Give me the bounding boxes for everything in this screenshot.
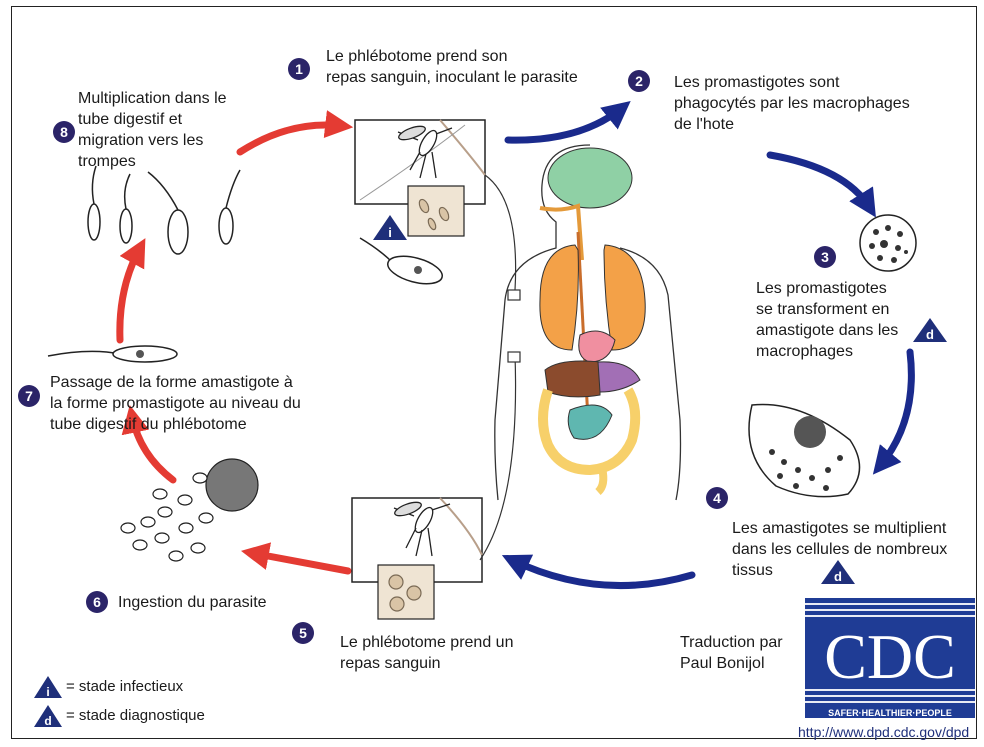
step-3-badge: 3 [814,246,836,268]
promastigotes-group [88,166,240,254]
arrow-8-to-1 [240,125,342,152]
step-2-badge: 2 [628,70,650,92]
credit-line-1: Traduction par [680,632,783,653]
injected-promastigote [360,238,445,289]
step-4-line-2: dans les cellules de nombreux [732,539,947,560]
step-4-text: Les amastigotes se multiplient dans les … [732,518,947,581]
step-1-line-1: Le phlébotome prend son [326,46,578,67]
step-6-text: Ingestion du parasite [118,592,267,613]
step-3-line-1: Les promastigotes [756,278,898,299]
arrow-3-to-4 [880,352,911,466]
step-4-line-3: tissus [732,560,947,581]
step-8-line-4: trompes [78,151,227,172]
arrow-2-to-3 [770,155,870,208]
sandfly-biting-panel-bottom [352,498,482,619]
step-7-text: Passage de la forme amastigote à la form… [50,372,301,435]
arrow-1-to-2 [508,108,622,140]
step-3-line-3: amastigote dans les [756,320,898,341]
step-6-line-1: Ingestion du parasite [118,592,267,613]
cdc-logo: CDC SAFER·HEALTHIER·PEOPLE [805,598,975,718]
step-2-text: Les promastigotes sont phagocytés par le… [674,72,910,135]
svg-text:i: i [46,685,49,699]
step-5-badge: 5 [292,622,314,644]
step-3-line-4: macrophages [756,341,898,362]
svg-text:d: d [44,714,51,728]
step-4-line-1: Les amastigotes se multiplient [732,518,947,539]
arrow-5-to-6 [252,553,348,571]
step-5-line-1: Le phlébotome prend un [340,632,513,653]
step-8-line-2: tube digestif et [78,109,227,130]
arrow-7-to-8 [120,248,140,340]
step-8-badge: 8 [53,121,75,143]
diagnostic-marker-stage-3: d [913,318,947,342]
transforming-promastigote [48,346,177,362]
step-5-text: Le phlébotome prend un repas sanguin [340,632,513,674]
step-7-line-1: Passage de la forme amastigote à [50,372,301,393]
credit-line-2: Paul Bonijol [680,653,783,674]
svg-text:SAFER·HEALTHIER·PEOPLE: SAFER·HEALTHIER·PEOPLE [828,708,952,718]
step-2-line-2: phagocytés par les macrophages [674,93,910,114]
infected-tissue-cell [749,404,860,496]
step-1-badge: 1 [288,58,310,80]
legend-diagnostic-label: = stade diagnostique [66,707,205,724]
macrophage-with-promastigotes [860,215,916,271]
step-6-badge: 6 [86,591,108,613]
step-8-line-3: migration vers les [78,130,227,151]
human-body-figure [495,145,681,500]
step-7-badge: 7 [18,385,40,407]
step-8-text: Multiplication dans le tube digestif et … [78,88,227,172]
svg-text:CDC: CDC [824,621,956,692]
step-3-line-2: se transforment en [756,299,898,320]
step-2-line-3: de l'hote [674,114,910,135]
legend-infectious-label: = stade infectieux [66,678,183,695]
source-url: http://www.dpd.cdc.gov/dpd [798,724,969,740]
ingested-amastigotes [121,459,258,561]
arrow-4-to-5 [512,560,692,586]
infective-marker: i [373,215,407,240]
step-7-line-3: tube digestif du phlébotome [50,414,301,435]
legend-diagnostic-icon: d [34,705,62,728]
step-1-line-2: repas sanguin, inoculant le parasite [326,67,578,88]
step-4-badge: 4 [706,487,728,509]
step-7-line-2: la forme promastigote au niveau du [50,393,301,414]
svg-text:d: d [926,327,934,342]
step-2-line-1: Les promastigotes sont [674,72,910,93]
step-1-text: Le phlébotome prend son repas sanguin, i… [326,46,578,88]
svg-text:i: i [388,225,392,240]
legend-infectious-icon: i [34,676,62,699]
translation-credit: Traduction par Paul Bonijol [680,632,783,674]
step-3-text: Les promastigotes se transforment en ama… [756,278,898,362]
sandfly-biting-panel-top [355,120,485,236]
step-8-line-1: Multiplication dans le [78,88,227,109]
step-5-line-2: repas sanguin [340,653,513,674]
